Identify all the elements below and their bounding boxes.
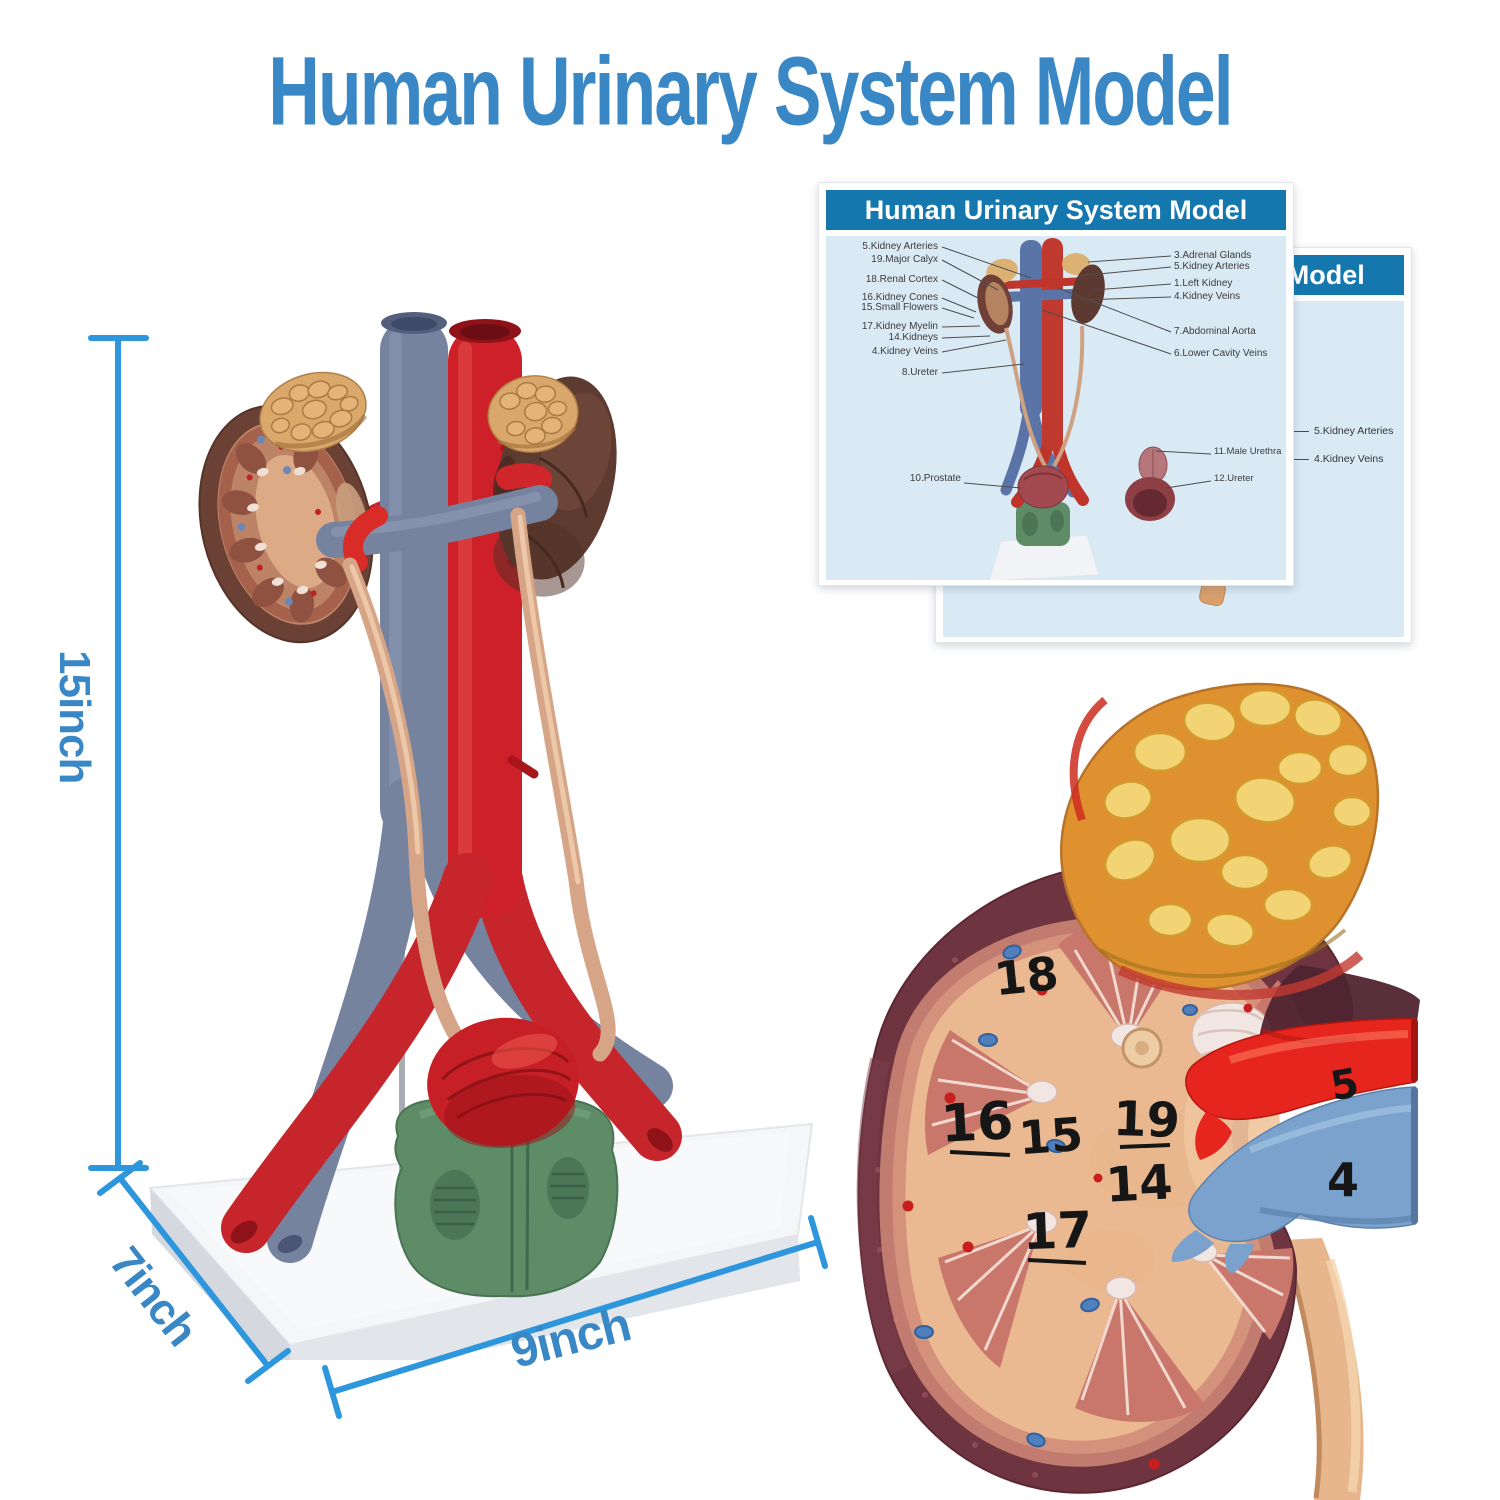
leader-line — [1293, 458, 1309, 460]
closeup-adrenal-gland — [1060, 682, 1380, 991]
card-label: 12.Ureter — [1214, 473, 1254, 484]
card-label: 11.Male Urethra — [1214, 446, 1282, 457]
leader-lines — [941, 246, 1212, 489]
left-iliac-artery — [221, 853, 493, 1253]
right-iliac-artery — [473, 855, 682, 1161]
kidney-closeup: 18 16 15 19 14 17 5 4 — [856, 682, 1420, 1500]
card-label: 14.Kidneys — [888, 332, 938, 343]
leader-line — [1293, 430, 1309, 432]
card-label: 7.Abdominal Aorta — [1174, 326, 1256, 337]
card-label: 4.Kidney Veins — [1293, 453, 1383, 465]
bladder — [427, 1017, 579, 1149]
page-title: Human Urinary System Model — [268, 37, 1233, 147]
card-label: 18.Renal Cortex — [865, 274, 938, 285]
part-number: 15 — [1017, 1107, 1085, 1165]
instruction-card: Human Urinary System Model — [818, 182, 1294, 586]
card-label: 8.Ureter — [901, 367, 938, 378]
left-kidney-cut — [198, 404, 374, 644]
part-number: 14 — [1104, 1154, 1174, 1213]
part-number: 4 — [1327, 1153, 1359, 1207]
left-adrenal-gland — [259, 371, 368, 453]
card-label: 4.Kidney Veins — [871, 346, 938, 357]
card-mini-diagram — [941, 238, 1212, 580]
card-diagram-body: 5.Kidney Arteries 19.Major Calyx 18.Rena… — [826, 236, 1286, 580]
part-number: 18 — [992, 946, 1061, 1006]
part-number: 19 — [1112, 1091, 1181, 1149]
left-renal-artery-hook — [342, 506, 388, 572]
card-header: Human Urinary System Model — [826, 190, 1286, 230]
card-label: 10.Prostate — [909, 473, 961, 484]
ureters — [342, 507, 616, 1066]
card-label: 17.Kidney Myelin — [861, 321, 938, 332]
right-renal-artery — [496, 463, 552, 491]
card-label: 3.Adrenal Glands — [1174, 250, 1252, 261]
closeup-part-numbers: 18 16 15 19 14 17 5 4 — [939, 946, 1362, 1265]
closeup-renal-vein — [1171, 1086, 1418, 1274]
right-adrenal-gland — [487, 375, 579, 453]
part-number: 16 — [939, 1091, 1014, 1155]
card-label: 5.Kidney Arteries — [862, 241, 938, 252]
card-label: 5.Kidney Arteries — [1174, 261, 1250, 272]
card-label: 19.Major Calyx — [871, 254, 938, 265]
card-label: 5.Kidney Arteries — [1293, 425, 1393, 437]
adrenal-red-streak — [1117, 951, 1364, 1001]
closeup-renal-artery — [1185, 1018, 1418, 1160]
card-title: Human Urinary System Model — [864, 195, 1248, 225]
vena-cava — [380, 312, 448, 840]
card-label: 6.Lower Cavity Veins — [1174, 348, 1268, 359]
card-label: 16.Kidney Cones — [861, 292, 938, 303]
card-label: 1.Left Kidney — [1174, 278, 1233, 289]
card-label: 15.Small Flowers — [861, 302, 938, 313]
card-label: 4.Kidney Veins — [1174, 291, 1241, 302]
part-number: 17 — [1022, 1201, 1094, 1261]
height-dimension-label: 15inch — [50, 650, 99, 783]
